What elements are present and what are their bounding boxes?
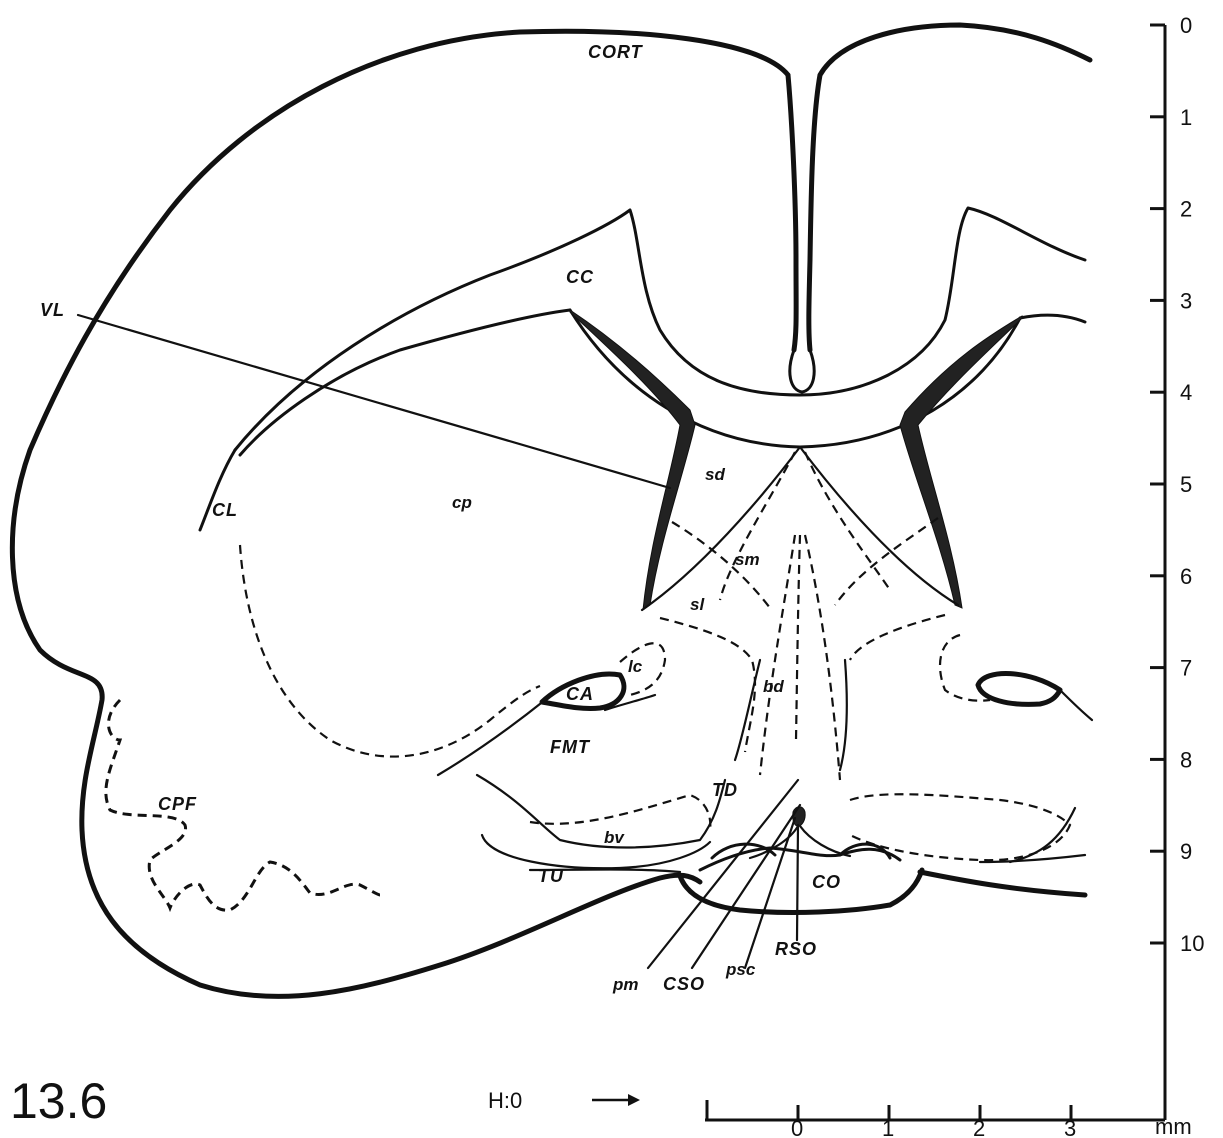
label-tu: TU: [538, 866, 564, 886]
td-right-line: [1010, 808, 1075, 862]
vertical-scale-tick-label: 9: [1180, 839, 1192, 864]
vertical-scale-tick-label: 10: [1180, 931, 1204, 956]
bv-right-line: [980, 855, 1085, 862]
label-sm: sm: [735, 550, 760, 569]
vertical-scale-tick-label: 7: [1180, 656, 1192, 681]
label-lc: lc: [628, 657, 643, 676]
bd-dash-b: [796, 535, 800, 740]
lc-dash: [620, 643, 665, 695]
ventricle-wall-right: [900, 316, 1022, 608]
label-pm: pm: [612, 975, 639, 994]
h-zero-arrow-icon: [592, 1094, 640, 1106]
midline-tip: [790, 350, 814, 392]
ca-right-tract: [1060, 690, 1092, 720]
bd-dash-a: [760, 535, 795, 775]
ca-tract-line: [438, 700, 545, 775]
septum-dash-right-a: [835, 518, 938, 605]
horizontal-scale-tick-label: 0: [791, 1116, 803, 1138]
label-cso: CSO: [663, 974, 705, 994]
vl-leader-line: [78, 315, 670, 488]
label-cpf: CPF: [158, 794, 197, 814]
label-cp: cp: [452, 493, 472, 512]
cc-left-upper: [235, 208, 1085, 450]
vertical-scale-tick-label: 4: [1180, 380, 1192, 405]
td-upper-line: [477, 775, 725, 848]
vertical-scale: 0 1 2 3 4 5 6 7 8 9 10: [1150, 13, 1204, 1120]
bd-solid-left: [735, 660, 760, 760]
label-sd: sd: [705, 465, 725, 484]
septum-dash-right-b: [850, 615, 945, 660]
vertical-scale-tick-label: 0: [1180, 13, 1192, 38]
label-sl: sl: [690, 595, 705, 614]
cpf-dash-contour: [106, 700, 380, 910]
bd-dash-c: [805, 535, 840, 780]
label-cort: CORT: [588, 42, 644, 62]
ca-right-outline: [978, 674, 1060, 705]
vertical-scale-tick-label: 6: [1180, 564, 1192, 589]
label-cc: CC: [566, 267, 594, 287]
label-cl: CL: [212, 500, 238, 520]
label-ca: CA: [566, 684, 594, 704]
bv-lower-line: [482, 835, 710, 868]
label-co: CO: [812, 872, 841, 892]
brain-base-right: [920, 872, 1085, 895]
scale-unit-label: mm: [1155, 1114, 1192, 1138]
ventricle-wall-left: [570, 310, 695, 610]
h-zero-label: H:0: [488, 1088, 522, 1113]
vertical-scale-tick-label: 3: [1180, 288, 1192, 313]
vertical-scale-tick-label: 2: [1180, 197, 1192, 222]
horizontal-scale: 0 1 2 3 mm: [705, 1100, 1192, 1138]
label-bv: bv: [604, 828, 625, 847]
label-fmt: FMT: [550, 737, 591, 757]
septum-dash-mid-r: [805, 452, 890, 590]
cc-left-lower: [240, 310, 570, 455]
rso-leader-line: [797, 825, 798, 940]
horizontal-scale-tick-label: 3: [1064, 1116, 1076, 1138]
cp-dash-boundary: [240, 545, 540, 757]
left-hemisphere-medial-edge: [788, 75, 796, 350]
bd-solid-right: [840, 660, 847, 770]
label-psc: psc: [725, 960, 756, 979]
horizontal-scale-tick-label: 1: [882, 1116, 894, 1138]
rso-body: [793, 807, 805, 826]
label-bd: bd: [763, 677, 784, 696]
horizontal-scale-tick-label: 2: [973, 1116, 985, 1138]
label-rso: RSO: [775, 939, 817, 959]
vertical-scale-tick-label: 5: [1180, 472, 1192, 497]
label-td: TD: [712, 780, 738, 800]
co-chiasm-outline: [680, 870, 922, 912]
vertical-scale-tick-label: 1: [1180, 105, 1192, 130]
td-dash-outer: [530, 795, 710, 830]
vertical-scale-tick-label: 8: [1180, 747, 1192, 772]
label-vl: VL: [40, 300, 65, 320]
brain-outer-contour: [12, 31, 788, 996]
septum-dash-mid-l: [720, 452, 795, 600]
septum-dash-left-b: [660, 618, 755, 752]
figure-number: 13.6: [10, 1073, 107, 1129]
